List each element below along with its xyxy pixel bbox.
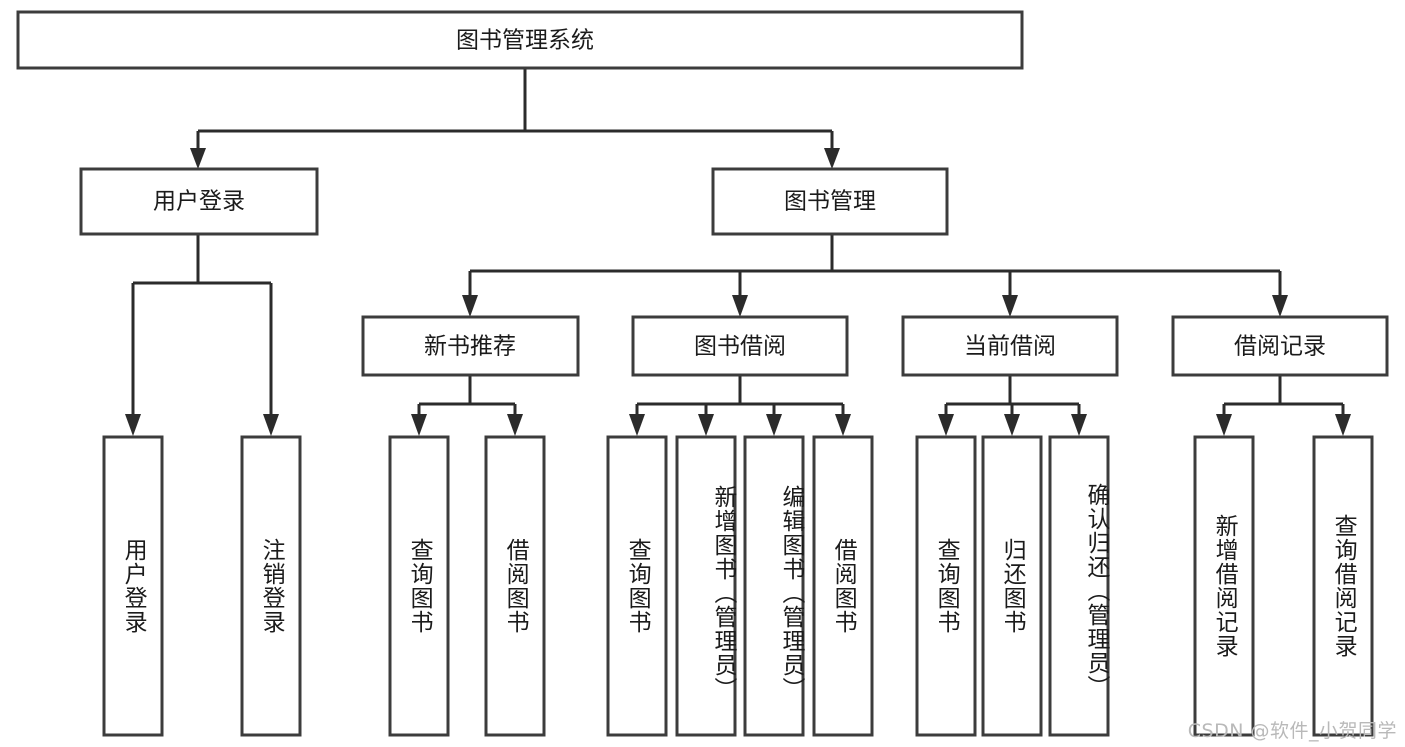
watermark-text: CSDN @软件_小贺同学 bbox=[1187, 720, 1397, 742]
node-book-management-label: 图书管理 bbox=[784, 189, 876, 215]
node-user-login-label: 用户登录 bbox=[153, 189, 245, 215]
arrow-borrow-record bbox=[1272, 295, 1288, 317]
arrow-leaf-query-book-1 bbox=[411, 414, 427, 436]
leaf-user-login-box[interactable] bbox=[102, 435, 164, 737]
node-user-login-box[interactable] bbox=[79, 167, 319, 236]
connectors-new-book-children bbox=[411, 375, 523, 436]
leaf-query-book-2-box[interactable] bbox=[606, 435, 668, 737]
leaf-confirm-return-box[interactable] bbox=[1048, 435, 1110, 737]
node-book-borrow-label: 图书借阅 bbox=[694, 334, 786, 360]
arrow-leaf-add-record bbox=[1216, 414, 1232, 436]
leaf-return-book-box[interactable] bbox=[981, 435, 1043, 737]
node-root-label: 图书管理系统 bbox=[456, 28, 594, 54]
node-borrow-record-label: 借阅记录 bbox=[1234, 334, 1326, 360]
arrow-leaf-confirm-return bbox=[1071, 414, 1087, 436]
leaf-logout-box[interactable] bbox=[240, 435, 302, 737]
node-book-management-box[interactable] bbox=[711, 167, 949, 236]
arrow-user-login bbox=[190, 148, 206, 169]
arrow-current-borrow bbox=[1002, 295, 1018, 317]
leaf-query-record-box[interactable] bbox=[1312, 435, 1374, 737]
arrow-book-mgmt bbox=[824, 148, 840, 169]
arrow-leaf-add-book bbox=[698, 414, 714, 436]
arrow-leaf-query-book-2 bbox=[629, 414, 645, 436]
connectors-root-to-level2 bbox=[190, 67, 840, 169]
arrow-book-borrow bbox=[732, 295, 748, 317]
arrow-leaf-return-book bbox=[1004, 414, 1020, 436]
leaf-add-book-box[interactable] bbox=[675, 435, 737, 737]
leaf-query-book-1-box[interactable] bbox=[388, 435, 450, 737]
arrow-leaf-query-book-3 bbox=[938, 414, 954, 436]
connectors-book-mgmt-children bbox=[462, 234, 1288, 317]
leaf-query-book-3-box[interactable] bbox=[915, 435, 977, 737]
connectors-borrow-record-children bbox=[1216, 375, 1351, 436]
leaf-borrow-book-1-box[interactable] bbox=[484, 435, 546, 737]
node-current-borrow-box[interactable] bbox=[901, 315, 1119, 377]
arrow-new-book-recommend bbox=[462, 295, 478, 317]
arrow-leaf-query-record bbox=[1335, 414, 1351, 436]
arrow-leaf-borrow-book-2 bbox=[835, 414, 851, 436]
arrow-leaf-borrow-book-1 bbox=[507, 414, 523, 436]
leaf-add-record-box[interactable] bbox=[1193, 435, 1255, 737]
connectors-current-borrow-children bbox=[938, 375, 1087, 436]
node-current-borrow-label: 当前借阅 bbox=[964, 334, 1056, 360]
arrow-leaf-edit-book bbox=[766, 414, 782, 436]
node-book-borrow-box[interactable] bbox=[631, 315, 849, 377]
node-new-book-recommend-box[interactable] bbox=[361, 315, 580, 377]
node-borrow-record-box[interactable] bbox=[1171, 315, 1389, 377]
arrow-leaf-user-login bbox=[125, 414, 141, 436]
node-new-book-recommend-label: 新书推荐 bbox=[424, 334, 516, 360]
connectors-user-login-children bbox=[125, 234, 279, 436]
leaf-edit-book-box[interactable] bbox=[743, 435, 805, 737]
arrow-leaf-logout bbox=[263, 414, 279, 436]
connectors-book-borrow-children bbox=[629, 375, 851, 436]
leaf-borrow-book-2-box[interactable] bbox=[812, 435, 874, 737]
node-root-box[interactable] bbox=[16, 10, 1024, 70]
